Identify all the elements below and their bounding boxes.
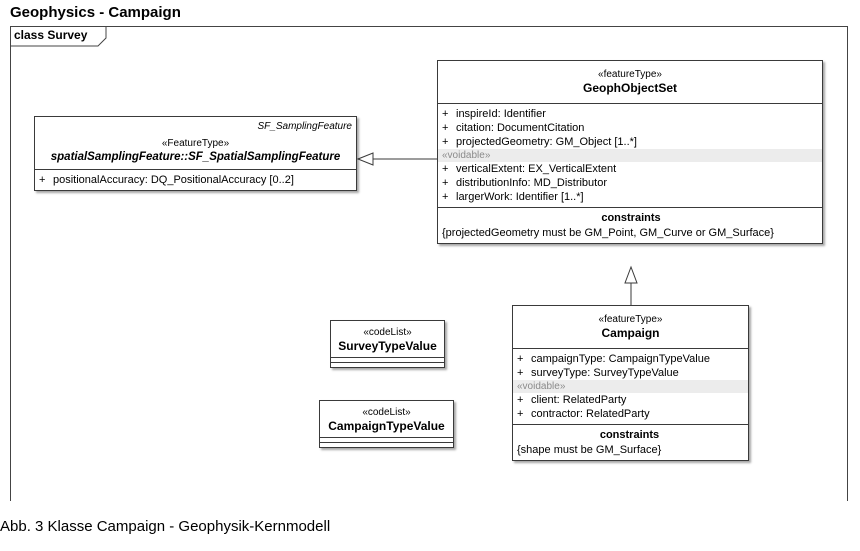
attribute-row: +projectedGeometry: GM_Object [1..*] [442,136,637,148]
class-campaign[interactable]: «featureType» Campaign +campaignType: Ca… [512,305,749,461]
empty-attribute-section [331,357,444,362]
frame-label: class Survey [14,28,88,42]
frame-tab-outline [10,26,107,47]
class-geoph-object-set[interactable]: «featureType» GeophObjectSet +inspireId:… [437,60,823,244]
class-survey-type-value[interactable]: «codeList» SurveyTypeValue [330,320,445,368]
attribute-row: +largerWork: Identifier [1..*] [442,191,584,203]
class-sf-spatial-sampling-feature[interactable]: SF_SamplingFeature «FeatureType» spatial… [34,116,357,191]
diagram-frame [10,26,848,501]
empty-operation-section [331,362,444,367]
page-title: Geophysics - Campaign [10,4,181,21]
attribute-row: +campaignType: CampaignTypeValue [517,353,710,365]
voidable-label: «voidable» [438,149,822,162]
attribute-row: +contractor: RelatedParty [517,408,650,420]
attribute-row: +verticalExtent: EX_VerticalExtent [442,163,617,175]
class-name: SurveyTypeValue [338,339,437,353]
empty-operation-section [320,442,453,447]
class-stereotype: «codeList» [362,407,411,418]
generalization-arrow-geoph [356,152,374,166]
constraints-title: constraints [601,212,661,224]
generalization-arrow-campaign [624,265,638,284]
attribute-row: +distributionInfo: MD_Distributor [442,177,608,189]
figure-caption: Abb. 3 Klasse Campaign - Geophysik-Kernm… [0,518,331,535]
attribute-row: +surveyType: SurveyTypeValue [517,367,679,379]
class-name: GeophObjectSet [582,81,677,95]
attribute-row: +inspireId: Identifier [442,108,546,120]
constraint-text: {projectedGeometry must be GM_Point, GM_… [442,227,774,239]
class-stereotype: «featureType» [598,314,663,325]
class-name: spatialSamplingFeature::SF_SpatialSampli… [50,151,341,163]
class-stereotype: «FeatureType» [161,138,230,149]
constraint-text: {shape must be GM_Surface} [517,444,662,456]
class-stereotype: «featureType» [598,69,662,80]
voidable-label: «voidable» [513,380,748,393]
constraints-title: constraints [599,429,660,441]
attribute-row: +positionalAccuracy: DQ_PositionalAccura… [39,174,294,186]
class-stereotype: «codeList» [363,327,412,338]
class-campaign-type-value[interactable]: «codeList» CampaignTypeValue [319,400,454,448]
attribute-row: +client: RelatedParty [517,394,627,406]
empty-attribute-section [320,437,453,442]
parent-class-ref: SF_SamplingFeature [257,121,353,132]
attribute-row: +citation: DocumentCitation [442,122,585,134]
class-name: CampaignTypeValue [328,419,445,433]
class-name: Campaign [601,326,660,340]
